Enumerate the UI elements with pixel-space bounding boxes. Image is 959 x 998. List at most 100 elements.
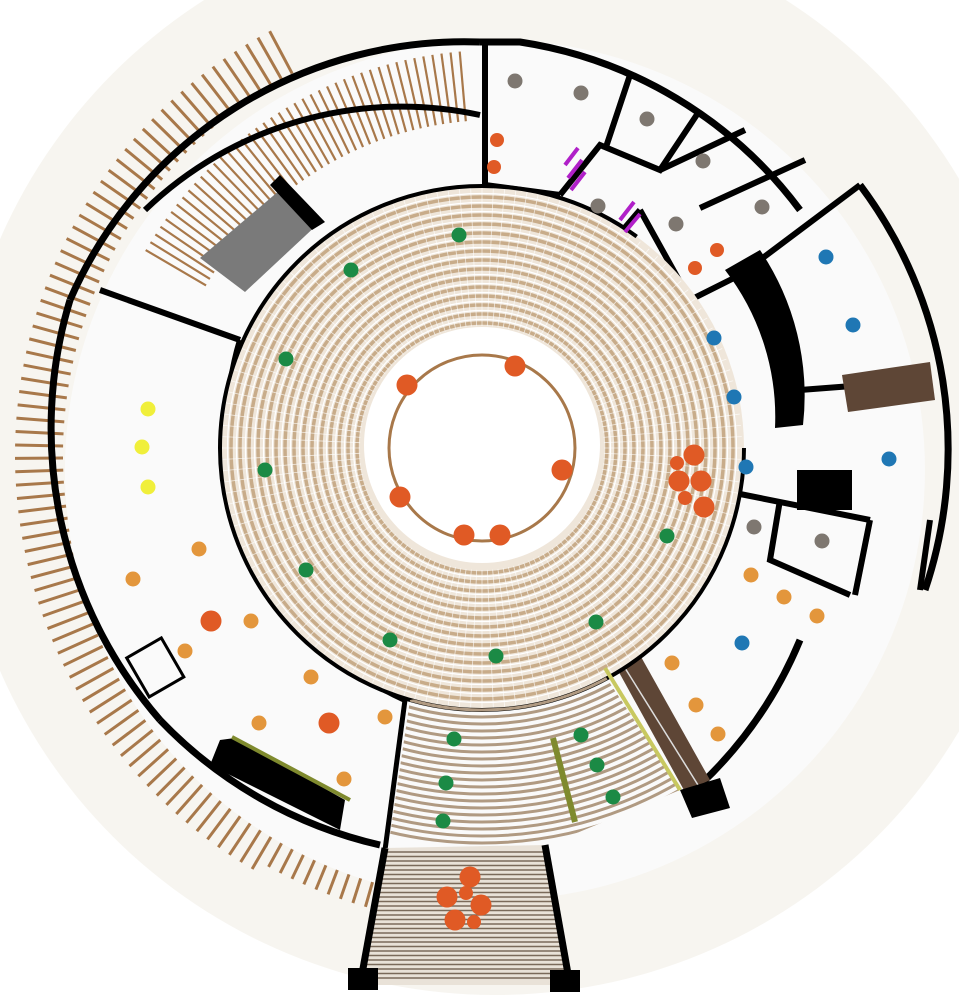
marker-green — [451, 227, 467, 243]
marker-blue — [734, 635, 750, 651]
black-block — [797, 470, 852, 510]
fin — [72, 225, 116, 251]
fin — [62, 643, 108, 667]
marker-orange-red — [683, 444, 705, 466]
lower-seat-row — [388, 668, 680, 761]
seat-divider — [567, 533, 667, 633]
seat-divider — [555, 544, 641, 655]
seat-divider — [447, 568, 467, 706]
seat-divider — [547, 550, 623, 668]
marker-grey — [814, 533, 830, 549]
fin — [190, 82, 224, 122]
fin — [28, 337, 77, 352]
fin — [368, 69, 393, 137]
seat-divider — [601, 474, 736, 505]
fin — [81, 674, 125, 703]
seat-divider — [523, 203, 572, 334]
fin — [200, 73, 233, 114]
seat-divider — [262, 307, 380, 383]
fin — [256, 36, 283, 81]
fin — [15, 443, 64, 448]
seat-divider — [594, 348, 723, 402]
seat-divider — [414, 565, 451, 700]
fin — [36, 311, 83, 329]
seat-divider — [542, 222, 613, 343]
fin — [107, 168, 149, 200]
seat-divider — [587, 317, 708, 388]
seat-divider — [251, 327, 374, 393]
seat-divider — [351, 222, 422, 343]
seat-divider — [533, 558, 593, 684]
marker-green — [438, 775, 454, 791]
marker-green — [298, 562, 314, 578]
seat-divider — [537, 217, 603, 340]
fin — [99, 179, 142, 210]
seat-divider — [578, 289, 689, 375]
outer-timber-fins — [15, 30, 473, 925]
marker-yellow — [140, 401, 156, 417]
marker-blue — [726, 389, 742, 405]
seat-divider — [560, 541, 650, 648]
marker-orange-red — [710, 243, 724, 257]
seat-divider — [332, 547, 413, 662]
dark-slab-right — [842, 362, 935, 412]
seat-divider — [594, 494, 723, 548]
fin — [16, 416, 65, 424]
marker-green — [589, 757, 605, 773]
fin — [193, 182, 248, 232]
seat-divider — [518, 199, 561, 332]
seat-divider — [497, 190, 517, 328]
marker-green — [382, 632, 398, 648]
seat-divider — [502, 191, 528, 328]
seat-divider — [564, 537, 658, 640]
marker-orange-red — [670, 456, 684, 470]
marker-yellow — [134, 439, 150, 455]
fin — [40, 298, 87, 318]
fin — [17, 403, 66, 412]
seat-divider — [224, 413, 362, 433]
fin — [422, 56, 437, 126]
marker-grey — [639, 111, 655, 127]
marker-grey — [668, 216, 684, 232]
seat-divider — [392, 562, 441, 693]
seat-divider — [224, 463, 362, 483]
marker-light-orange — [664, 655, 680, 671]
marker-grey — [695, 153, 711, 169]
seat-divider — [290, 530, 393, 624]
fin — [34, 575, 81, 592]
lower-seat-row — [388, 668, 680, 782]
marker-orange-red — [489, 524, 511, 546]
marker-orange-red — [459, 886, 473, 900]
seat-divider — [246, 499, 372, 559]
marker-blue — [818, 249, 834, 265]
fin — [317, 89, 351, 154]
lower-seat-row — [388, 668, 680, 775]
marker-green — [605, 789, 621, 805]
seat-divider — [233, 484, 366, 527]
fin — [206, 169, 258, 221]
fin — [309, 93, 344, 158]
fin — [431, 54, 445, 125]
upper-walkway-fins — [145, 51, 467, 287]
fin — [301, 98, 337, 161]
fin — [42, 598, 89, 618]
marker-green — [278, 351, 294, 367]
lower-seat-row — [388, 668, 680, 726]
fin — [149, 241, 211, 280]
marker-orange-red — [470, 894, 492, 916]
seat-divider — [262, 513, 380, 589]
fin — [54, 261, 100, 284]
marker-light-orange — [377, 709, 393, 725]
fin — [96, 695, 138, 725]
lower-seat-row — [388, 668, 680, 810]
lower-seat-row — [388, 668, 680, 824]
seat-divider — [425, 567, 456, 702]
fin — [128, 733, 167, 768]
marker-orange-red — [678, 491, 692, 505]
seat-divider — [603, 436, 742, 444]
fin — [75, 664, 119, 691]
lower-seat-row — [388, 668, 680, 789]
seat-divider — [470, 569, 478, 708]
seat-divider — [523, 562, 572, 693]
seat-divider — [241, 348, 370, 402]
